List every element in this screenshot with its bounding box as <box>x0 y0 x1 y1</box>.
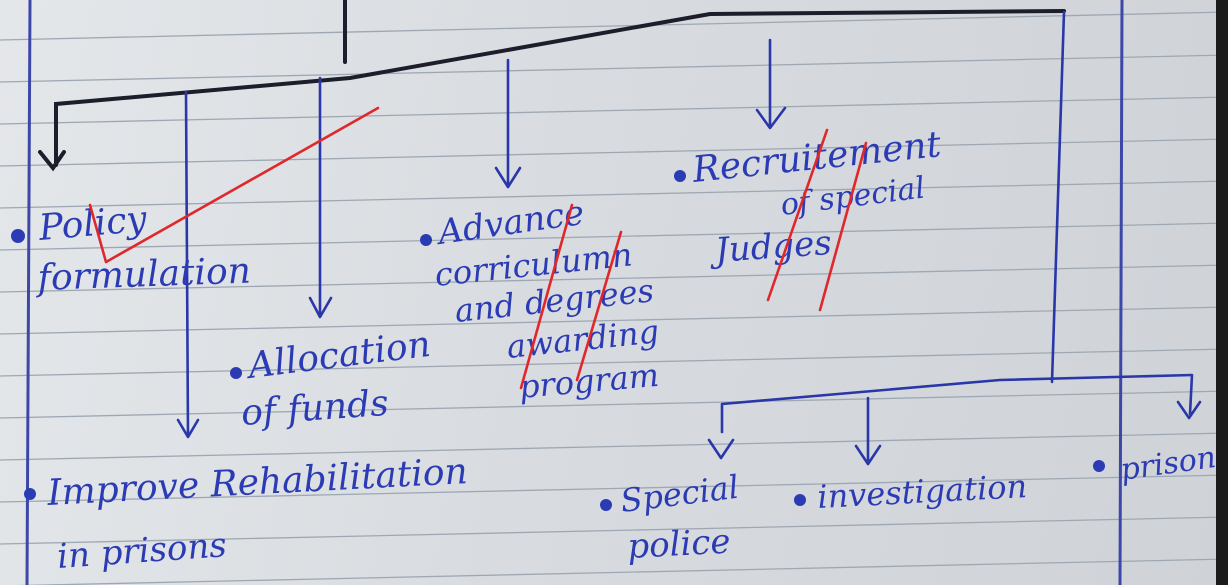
node-allocation-of-funds: Allocation of funds <box>230 324 433 434</box>
bullet-icon <box>674 170 686 182</box>
red-check-mark <box>88 106 380 264</box>
node-special-police: Special police <box>600 468 741 567</box>
node-label-line: Judges <box>708 223 833 271</box>
sub-branch-connectors <box>176 10 1202 466</box>
page-edge-shadow <box>1216 0 1228 585</box>
main-branch-connectors <box>38 0 1066 172</box>
red-strike-mark <box>818 141 868 312</box>
ruled-lines <box>0 11 1228 585</box>
node-label-line: prison <box>1118 440 1218 488</box>
red-strike-mark <box>519 203 574 390</box>
red-strike-mark <box>766 128 829 302</box>
bullet-icon <box>794 494 806 506</box>
node-advance-curriculum: Advance corriculumn and degrees awarding… <box>420 193 661 406</box>
left-margin-line <box>25 0 32 585</box>
node-label-line: of funds <box>240 383 390 434</box>
bullet-icon <box>420 234 432 246</box>
node-label-line: investigation <box>816 467 1028 516</box>
node-label-line: program <box>517 356 660 406</box>
node-label-line: in prisons <box>56 525 228 577</box>
node-label-line: Allocation <box>243 324 433 387</box>
node-policy-formulation: Policy formulation <box>11 199 252 299</box>
node-label-line: Special <box>618 468 741 520</box>
right-margin-line <box>1118 0 1124 585</box>
bullet-icon <box>600 499 612 511</box>
node-label-line: Policy <box>36 199 149 249</box>
node-prison: prison <box>1093 440 1218 488</box>
node-improve-rehabilitation: Improve Rehabilitation in prisons <box>24 451 469 577</box>
node-label-line: police <box>626 522 731 567</box>
bullet-icon <box>11 229 25 243</box>
bullet-icon <box>1093 460 1105 472</box>
bullet-icon <box>24 488 36 500</box>
node-investigation: investigation <box>794 467 1028 516</box>
node-label-line: Improve Rehabilitation <box>45 451 468 514</box>
red-strike-mark <box>575 230 623 382</box>
node-recruitment-judges: Recruitement of special Judges <box>674 124 943 271</box>
node-label-line: formulation <box>34 251 252 300</box>
red-grading-marks <box>88 106 868 390</box>
bullet-icon <box>230 367 242 379</box>
